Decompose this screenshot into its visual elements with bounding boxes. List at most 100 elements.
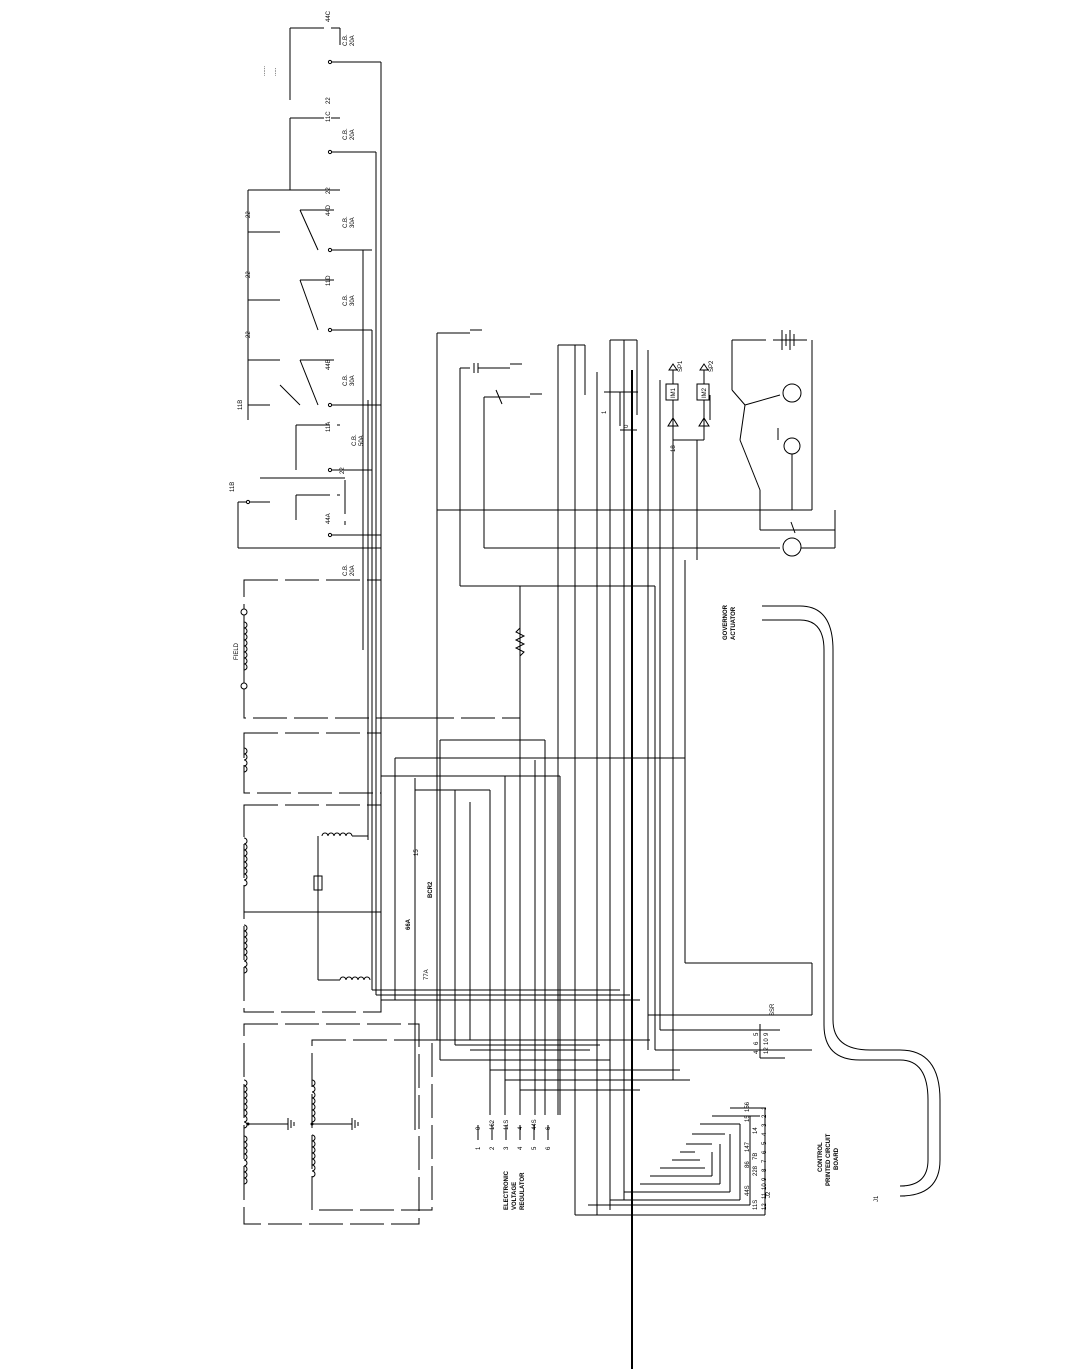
- wire-11b-b: 11B: [230, 482, 236, 492]
- wire-1-label: 1: [602, 410, 608, 414]
- cb-44d-rating: 30A: [350, 217, 356, 228]
- pcb-mid-14: 14: [753, 1127, 759, 1134]
- legend-fragment-1: ......: [261, 66, 267, 76]
- cb-44d-label: C.B.: [343, 216, 349, 228]
- ssr-module: SSR 4 6 5 12 10 9: [754, 1003, 785, 1058]
- pcb-top-11s: 11S: [753, 1200, 759, 1210]
- pcb-title-3: BOARD: [834, 1147, 840, 1170]
- control-board-connector: J2 J1 CONTROL PRINTED CIRCUIT BOARD 11S …: [575, 1101, 880, 1215]
- cb-11c-wire: 11C: [326, 111, 332, 122]
- pcb-low-2: 2: [762, 1114, 768, 1118]
- cb-44a-wire: 44A: [326, 513, 332, 524]
- control-section: GOVERNOR ACTUATOR IM1 IM2 SP1 SP2 18 1 0…: [406, 330, 940, 1369]
- ssr-label: SSR: [770, 1003, 776, 1016]
- regulator-pin-3-wire: 11S: [504, 1120, 510, 1130]
- regulator-pin-4-wire: 4: [518, 1126, 524, 1130]
- cb-44b-wire: 44B: [326, 359, 332, 370]
- pcb-mid-15: 15: [745, 1115, 751, 1122]
- cb-44b-label: C.B.: [343, 374, 349, 386]
- wire-18-label: 18: [671, 445, 677, 452]
- ssr-top-pin-2: 6: [754, 1041, 760, 1045]
- cb-11a-wire: 11A: [326, 422, 332, 432]
- regulator-pin-3-num: 3: [504, 1146, 510, 1150]
- cb-11c-label: C.B.: [343, 128, 349, 140]
- bcr2-label: BCR2: [428, 881, 434, 898]
- pcb-title-1: CONTROL: [818, 1142, 824, 1172]
- wire-11b-a: 11B: [238, 400, 244, 410]
- regulator-pin-5-wire: 44S: [532, 1119, 538, 1130]
- ssr-top-pin-3: 5: [754, 1032, 760, 1036]
- pcb-mid-7b: 7B: [753, 1153, 759, 1160]
- pcb-low-1: 1: [762, 1106, 768, 1110]
- pcb-low-6: 6: [762, 1150, 768, 1154]
- pcb-low-5: 5: [762, 1141, 768, 1145]
- pcb-mid-228: 228: [753, 1165, 759, 1176]
- pcb-mid-156: 156: [745, 1101, 751, 1112]
- sp1-label: SP1: [678, 360, 684, 372]
- cb-44c-wire: 44C: [326, 10, 332, 22]
- regulator-pin-6-num: 6: [546, 1146, 552, 1150]
- regulator-title-2: VOLTAGE: [512, 1182, 518, 1210]
- pcb-top-44s: 44S: [745, 1185, 751, 1196]
- breaker-labels: 44C C.B. 20A 11C C.B. 20A 44D C.B. 30A 1…: [230, 10, 365, 576]
- pcb-low-3: 3: [762, 1123, 768, 1127]
- legend-fragment-2: .....: [272, 67, 278, 76]
- breaker-bank: [238, 28, 381, 1000]
- j2-label: J2: [766, 1191, 772, 1198]
- voltage-regulator: 1 0 2 162 3 11S 4 4 5 44S 6 6 ELECTRONIC…: [476, 1119, 552, 1210]
- governor-label-1: GOVERNOR: [723, 604, 729, 640]
- regulator-pin-5-num: 5: [532, 1146, 538, 1150]
- cb-44b-rating: 30A: [350, 375, 356, 386]
- ssr-bottom-pin-3: 9: [764, 1032, 770, 1036]
- pcb-low-7: 7: [762, 1159, 768, 1163]
- wire-77a-label: 77A: [424, 969, 430, 980]
- regulator-title-1: ELECTRONIC: [504, 1170, 510, 1210]
- ssr-bottom-pin-1: 12: [764, 1047, 770, 1054]
- wire-22-d: 22: [246, 271, 252, 278]
- pcb-low-12: 12: [762, 1203, 768, 1210]
- cb-11d-label: C.B.: [343, 294, 349, 306]
- pcb-low-8: 8: [762, 1168, 768, 1172]
- regulator-pin-1-wire: 0: [476, 1126, 482, 1130]
- wire-22-a: 22: [326, 97, 332, 104]
- wire-22-e: 22: [246, 331, 252, 338]
- wire-66a-label: 66A: [406, 918, 412, 930]
- cb-44c-rating: 20A: [350, 35, 356, 46]
- cb-44a-rating: 20A: [350, 565, 356, 576]
- regulator-pin-4-num: 4: [518, 1146, 524, 1150]
- pcb-mid-86: 86: [745, 1161, 751, 1168]
- pcb-low-11: 11: [762, 1192, 768, 1199]
- cb-11a-label: C.B.: [352, 434, 358, 446]
- im2-label: IM2: [702, 387, 708, 398]
- regulator-pin-2-num: 2: [490, 1146, 496, 1150]
- regulator-title-3: REGULATOR: [520, 1172, 526, 1210]
- ssr-bottom-pin-2: 10: [764, 1038, 770, 1045]
- j1-label: J1: [874, 1195, 880, 1202]
- governor-label-2: ACTUATOR: [731, 606, 737, 640]
- ssr-top-pin-1: 4: [754, 1050, 760, 1054]
- wire-22-b: 22: [326, 187, 332, 194]
- cb-44d-wire: 44D: [326, 204, 332, 216]
- cb-11d-wire: 11D: [326, 275, 332, 286]
- cb-11d-rating: 30A: [350, 295, 356, 306]
- im1-label: IM1: [671, 387, 677, 398]
- output-windings: [244, 1024, 432, 1224]
- regulator-pin-6-wire: 6: [546, 1126, 552, 1130]
- cb-44a-label: C.B.: [343, 564, 349, 576]
- pcb-mid-147: 147: [745, 1141, 751, 1152]
- wire-22-f: 22: [340, 467, 346, 474]
- wire-harness: [372, 586, 690, 1130]
- pcb-low-10: 10: [762, 1183, 768, 1190]
- wire-22-c: 22: [246, 211, 252, 218]
- pcb-low-4: 4: [762, 1132, 768, 1136]
- pcb-title-2: PRINTED CIRCUIT: [826, 1133, 832, 1186]
- wire-0-label: 0: [624, 424, 630, 428]
- wire-15-label: 15: [414, 849, 420, 856]
- cb-11a-rating: 50A: [359, 435, 365, 446]
- field-label: FIELD: [234, 642, 240, 660]
- cb-44c-label: C.B.: [343, 34, 349, 46]
- pcb-low-9: 9: [762, 1177, 768, 1181]
- stator-windings: [244, 733, 381, 1012]
- sp2-label: SP2: [709, 360, 715, 372]
